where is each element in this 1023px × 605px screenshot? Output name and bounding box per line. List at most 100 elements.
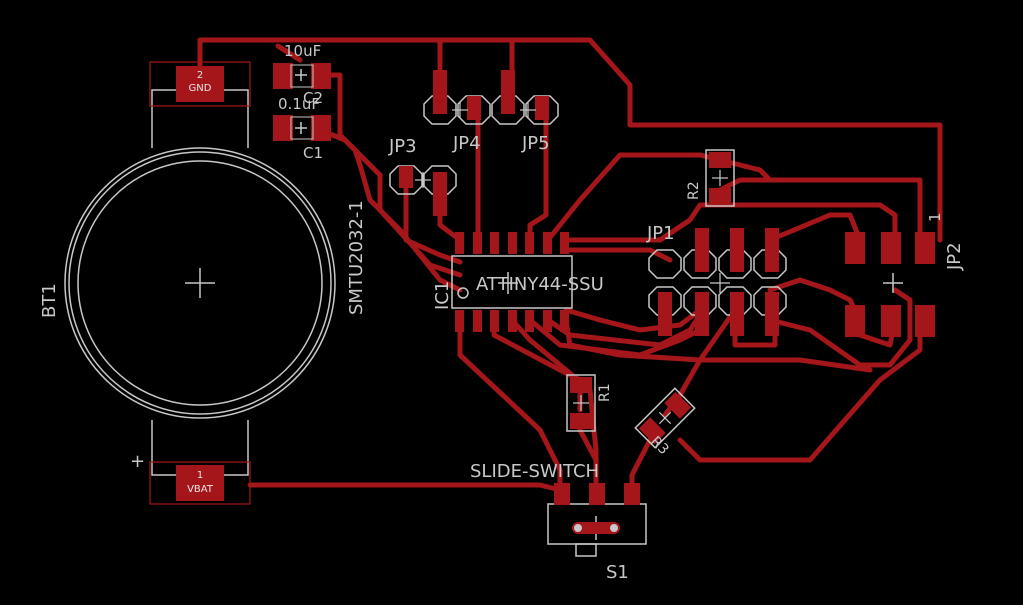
trace-r1-switch [577,427,599,463]
r1-pad-2 [570,413,592,429]
switch-hole-right [610,524,618,532]
jp2-pad-bottom-1 [845,305,865,337]
jp1-copper-5 [695,292,709,336]
ic1-pin-14 [455,232,464,254]
trace-gnd-top [197,37,943,243]
capacitors [273,63,331,141]
ic1-pin-13 [473,232,482,254]
ic1-pin-8 [560,232,569,254]
labels: BT1 SMTU2032-1 + 10uF C2 0.1uF C1 JP3 JP… [39,42,965,583]
trace-vbat [247,482,563,493]
jp1-copper-2 [730,228,744,272]
r2-pad-1 [709,152,731,168]
jp5-label: JP5 [521,133,550,154]
r1-outline [566,374,596,432]
battery-pad-gnd-outline [149,61,251,107]
jp2-pad-bottom-3 [915,305,935,337]
through-hole-copper [399,70,779,336]
header-origins [415,102,730,293]
gnd-pad-name: GND [189,83,212,94]
trace-jp1-bottom [732,327,778,348]
c2-body [290,64,314,88]
ic1-pin-6 [543,310,552,332]
jp3-pad-1 [389,165,423,195]
jp1-label: JP1 [646,223,675,244]
trace-ic-bottom-e [563,307,703,333]
jp4-label: JP4 [452,133,481,154]
ic1-pins [455,232,569,332]
switch-part-label: SLIDE-SWITCH [470,461,599,482]
battery-pad-gnd [176,66,224,102]
switch-lever [575,543,597,557]
jp2-pad-top-2 [881,232,901,264]
battery-pads: 2 GND 1 VBAT [149,61,251,505]
trace-jp1-to-jp2 [767,287,913,368]
jp1-copper-6 [730,292,744,336]
trace-ic-jp1 [563,247,673,263]
c2-pad-2 [311,63,331,89]
ic1-pin-7 [560,310,569,332]
c2-value-label: 10uF [284,42,321,60]
trace-ic-top-right [563,202,898,243]
jp1-pad-2 [683,249,717,279]
jp5-pad-1 [491,95,525,125]
jp1-pad-1 [648,249,682,279]
battery-inner-circle [68,151,332,415]
battery-cell-circle [77,160,323,406]
jp4-pad-2 [457,95,491,125]
jp4-copper-1 [433,70,447,114]
trace-r3-switch [629,437,653,493]
battery-pad-vbat [176,465,224,501]
vbat-pad-name: VBAT [187,484,214,495]
trace-jp5-down [527,107,549,243]
jp1-copper-7 [765,292,779,336]
switch-pad-3 [624,483,640,505]
ic1-part-label: ATTINY44-SSU [476,274,604,295]
resistor-origins [573,170,728,411]
c1-name-label: C1 [303,144,323,162]
silkscreen [64,69,903,557]
jp5-copper-2 [535,96,549,120]
jp1-pad-5 [648,286,682,316]
c1-pad-2 [311,115,331,141]
ic1-pin-1 [455,310,464,332]
traces [197,37,943,493]
trace-cap-right2 [317,127,463,278]
ic1-label: IC1 [432,281,453,310]
c1-value-label: 0.1uF [278,95,320,113]
c2-pad-1 [273,63,293,89]
bt1-label: BT1 [39,283,60,318]
jp1-copper-3 [765,228,779,272]
ic1-pin-10 [525,232,534,254]
jp3-copper-1 [399,166,413,188]
r1-label: R1 [597,383,613,402]
jp1-pad-3 [718,249,752,279]
trace-c2-top [275,43,303,63]
trace-ic-bottom-left [457,317,563,493]
jp4-pad-1 [423,95,457,125]
gnd-pad-number: 2 [197,70,203,81]
trace-r3-right [677,317,923,463]
switch-hole-left [574,524,582,532]
switch-pads [554,483,640,534]
r2-pad-2 [709,188,731,204]
vbat-pad-number: 1 [197,470,203,481]
jp5-copper-1 [501,70,515,114]
ic1-pin-9 [543,232,552,254]
ic1-pin-4 [508,310,517,332]
switch-pad-2 [589,483,605,505]
jp2-pin1-label: 1 [926,212,944,222]
jp4-copper-2 [467,96,481,120]
ic1-body [451,255,573,309]
battery-outer-circle [64,147,336,419]
r2-outline [705,149,735,207]
ic1-pin-11 [508,232,517,254]
jp2-pad-bottom-2 [881,305,901,337]
c1-pad-1 [273,115,293,141]
ic1-pin-12 [490,232,499,254]
trace-r2-jp2 [717,177,923,243]
jp2-pad-top-3 [915,232,935,264]
jp5-pad-2 [525,95,559,125]
jp1-copper-4 [658,292,672,336]
